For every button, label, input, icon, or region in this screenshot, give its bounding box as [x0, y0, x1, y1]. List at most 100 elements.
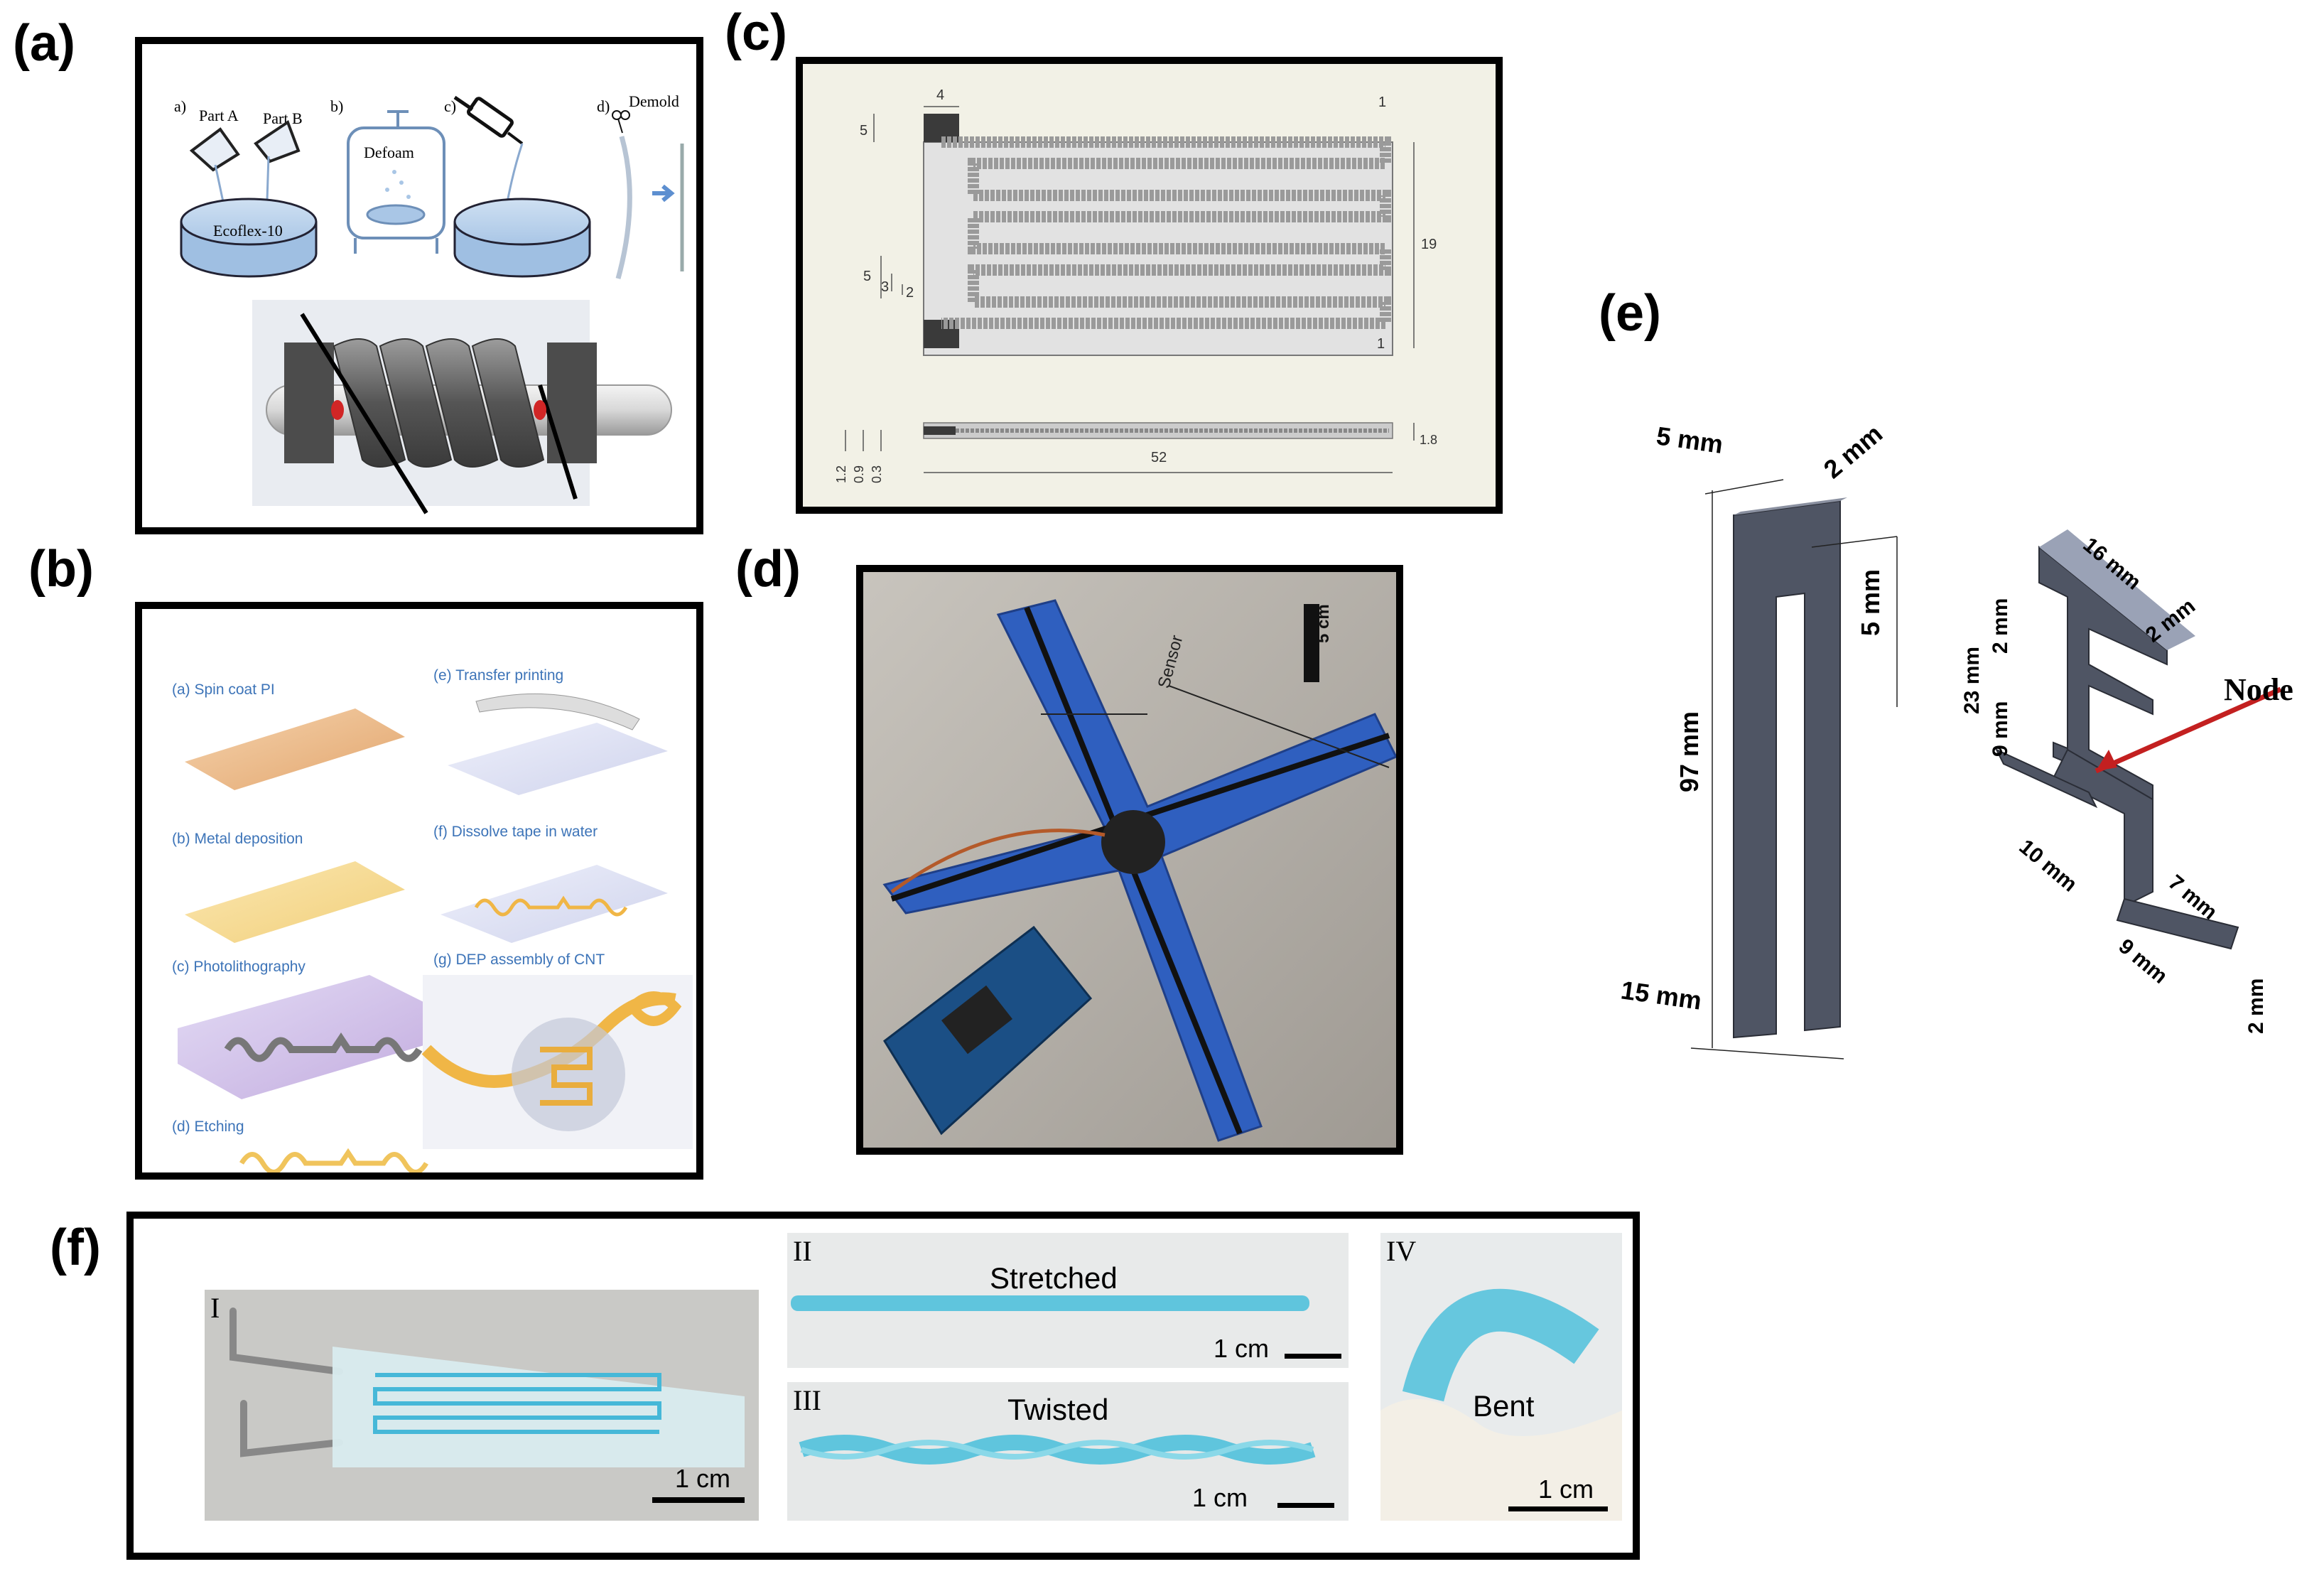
panel-b-figure: (a) Spin coat PI (b) Metal deposition (c…: [172, 667, 693, 1172]
step-spin-coat: (a) Spin coat PI: [172, 681, 275, 698]
metal-layer-shape: [185, 861, 405, 943]
demold-label: Demold: [629, 92, 679, 110]
panel-a-figure: a) Part A Part B Ecoflex-10 b) Defoam: [174, 92, 684, 514]
dim-10mm: 10 mm: [2015, 835, 2082, 896]
sensor-strip-i: [333, 1347, 745, 1467]
dim-5mm-side: 5 mm: [1856, 569, 1885, 636]
scissors-icon: [612, 110, 630, 134]
dim-52: 52: [1151, 450, 1167, 465]
scale-label-iv: 1 cm: [1538, 1474, 1594, 1504]
step-a-label: a): [174, 97, 186, 115]
dim-15mm: 15 mm: [1619, 975, 1704, 1015]
serpentine-node-sensor: [1994, 529, 2239, 950]
dim-0-3: 0.3: [870, 465, 884, 483]
dim-4: 4: [936, 87, 944, 103]
step-c-label: c): [444, 97, 456, 115]
twisted-label: Twisted: [1007, 1393, 1109, 1426]
panel-f-frame: I 1 cm II Stretched 1 cm III Twisted 1 c…: [126, 1212, 1640, 1560]
dim-2mm-top: 2 mm: [1818, 419, 1888, 484]
beaker-a-icon: [189, 127, 240, 172]
panel-a-frame: a) Part A Part B Ecoflex-10 b) Defoam: [135, 37, 703, 534]
scale-bar-ii: [1285, 1354, 1341, 1359]
step-b-label: b): [330, 97, 343, 115]
panel-b-frame: (a) Spin coat PI (b) Metal deposition (c…: [135, 602, 703, 1180]
panel-label-e: (e): [1599, 285, 1661, 342]
photo-ii-number: II: [793, 1235, 812, 1267]
dim-97mm: 97 mm: [1675, 711, 1704, 792]
sensor-side-view: [923, 422, 1393, 439]
photo-iii: III Twisted 1 cm: [787, 1382, 1349, 1521]
dim-19: 19: [1421, 237, 1437, 252]
part-a-label: Part A: [199, 107, 239, 124]
transfer-printing-shape: [448, 693, 668, 795]
panel-d-frame: Sensor 5 cm: [856, 565, 1403, 1155]
dim-2mm-b: 2 mm: [1989, 598, 2012, 654]
photolithography-shape: [178, 975, 433, 1099]
dim-5-top: 5: [860, 123, 868, 139]
dimension-lines: [845, 106, 1415, 473]
scale-label: 5 cm: [1314, 604, 1333, 643]
dim-9mm-b: 9 mm: [2114, 934, 2172, 988]
u-shaped-sensor: [1690, 479, 1898, 1060]
node-arrow: [2095, 686, 2282, 774]
dim-2mm-c: 2 mm: [2244, 978, 2268, 1034]
beaker-b-icon: [254, 119, 301, 163]
dissolve-tape-shape: [441, 865, 668, 943]
step-d-label: d): [597, 97, 610, 115]
arduino-board: [883, 925, 1093, 1136]
panel-c-frame: 4 1 5 19 5 3 2 1 1.2 0.9 0.3 52 1.8: [796, 57, 1503, 514]
panel-label-c: (c): [725, 4, 787, 61]
photo-iii-number: III: [793, 1384, 821, 1416]
panel-label-d: (d): [735, 541, 801, 598]
demold-strip: [615, 136, 632, 279]
dim-2: 2: [906, 285, 914, 301]
step-dissolve-tape: (f) Dissolve tape in water: [433, 824, 598, 840]
scale-bar-i: [652, 1497, 745, 1503]
bent-label: Bent: [1473, 1389, 1535, 1423]
step-photolithography: (c) Photolithography: [172, 959, 306, 975]
step-transfer-printing: (e) Transfer printing: [433, 667, 563, 684]
dim-9mm-a: 9 mm: [1989, 701, 2012, 757]
arrow-right-icon: [652, 184, 675, 203]
helical-mold-icon: [266, 313, 672, 514]
node-label: Node: [2224, 672, 2293, 707]
dim-1-2: 1.2: [834, 465, 848, 483]
dim-5mm-top: 5 mm: [1655, 421, 1725, 459]
photo-i-number: I: [210, 1292, 220, 1324]
scale-bar-iv: [1508, 1506, 1608, 1511]
defoam-label: Defoam: [364, 144, 414, 161]
dim-1-8: 1.8: [1420, 433, 1437, 447]
scale-bar-iii: [1277, 1503, 1334, 1508]
panel-label-b: (b): [28, 541, 94, 598]
photo-i: I 1 cm: [205, 1290, 759, 1521]
dim-1-top: 1: [1378, 95, 1386, 110]
dim-5-mid: 5: [863, 269, 871, 284]
pi-layer-shape: [185, 708, 405, 790]
panel-d-photo: Sensor 5 cm: [863, 572, 1396, 1148]
panel-label-a: (a): [13, 15, 75, 72]
node-arrowhead: [2096, 750, 2117, 771]
dim-3: 3: [881, 279, 889, 295]
panel-e-figure: 5 mm 2 mm 5 mm 97 mm 15 mm Node 16 mm 2 …: [1599, 409, 2309, 1077]
scale-label-iii: 1 cm: [1192, 1483, 1248, 1512]
etched-pattern-shape: [239, 1148, 429, 1172]
stretched-label: Stretched: [990, 1261, 1118, 1295]
step-dep-assembly: (g) DEP assembly of CNT: [433, 951, 605, 968]
sensor-top-view: [923, 114, 1393, 356]
panel-label-f: (f): [50, 1219, 101, 1276]
photo-ii: II Stretched 1 cm: [787, 1233, 1349, 1368]
panel-c-drawing: 4 1 5 19 5 3 2 1 1.2 0.9 0.3 52 1.8: [803, 64, 1496, 507]
sensor-leader-line-2: [1168, 685, 1390, 768]
dim-1-bottom: 1: [1377, 336, 1385, 352]
defoam-chamber-icon: [347, 110, 445, 254]
scale-label-i: 1 cm: [675, 1464, 731, 1493]
photo-iv: IV Bent 1 cm: [1380, 1233, 1622, 1521]
cross-frame-drone: [882, 599, 1396, 1142]
dim-23mm: 23 mm: [1960, 647, 1984, 714]
dim-0-9: 0.9: [852, 465, 866, 483]
step-etching: (d) Etching: [172, 1118, 244, 1135]
scale-bar: [1304, 604, 1319, 682]
mold-dish-icon: [453, 198, 591, 278]
step-metal-deposition: (b) Metal deposition: [172, 831, 303, 847]
photo-iv-number: IV: [1386, 1235, 1417, 1267]
